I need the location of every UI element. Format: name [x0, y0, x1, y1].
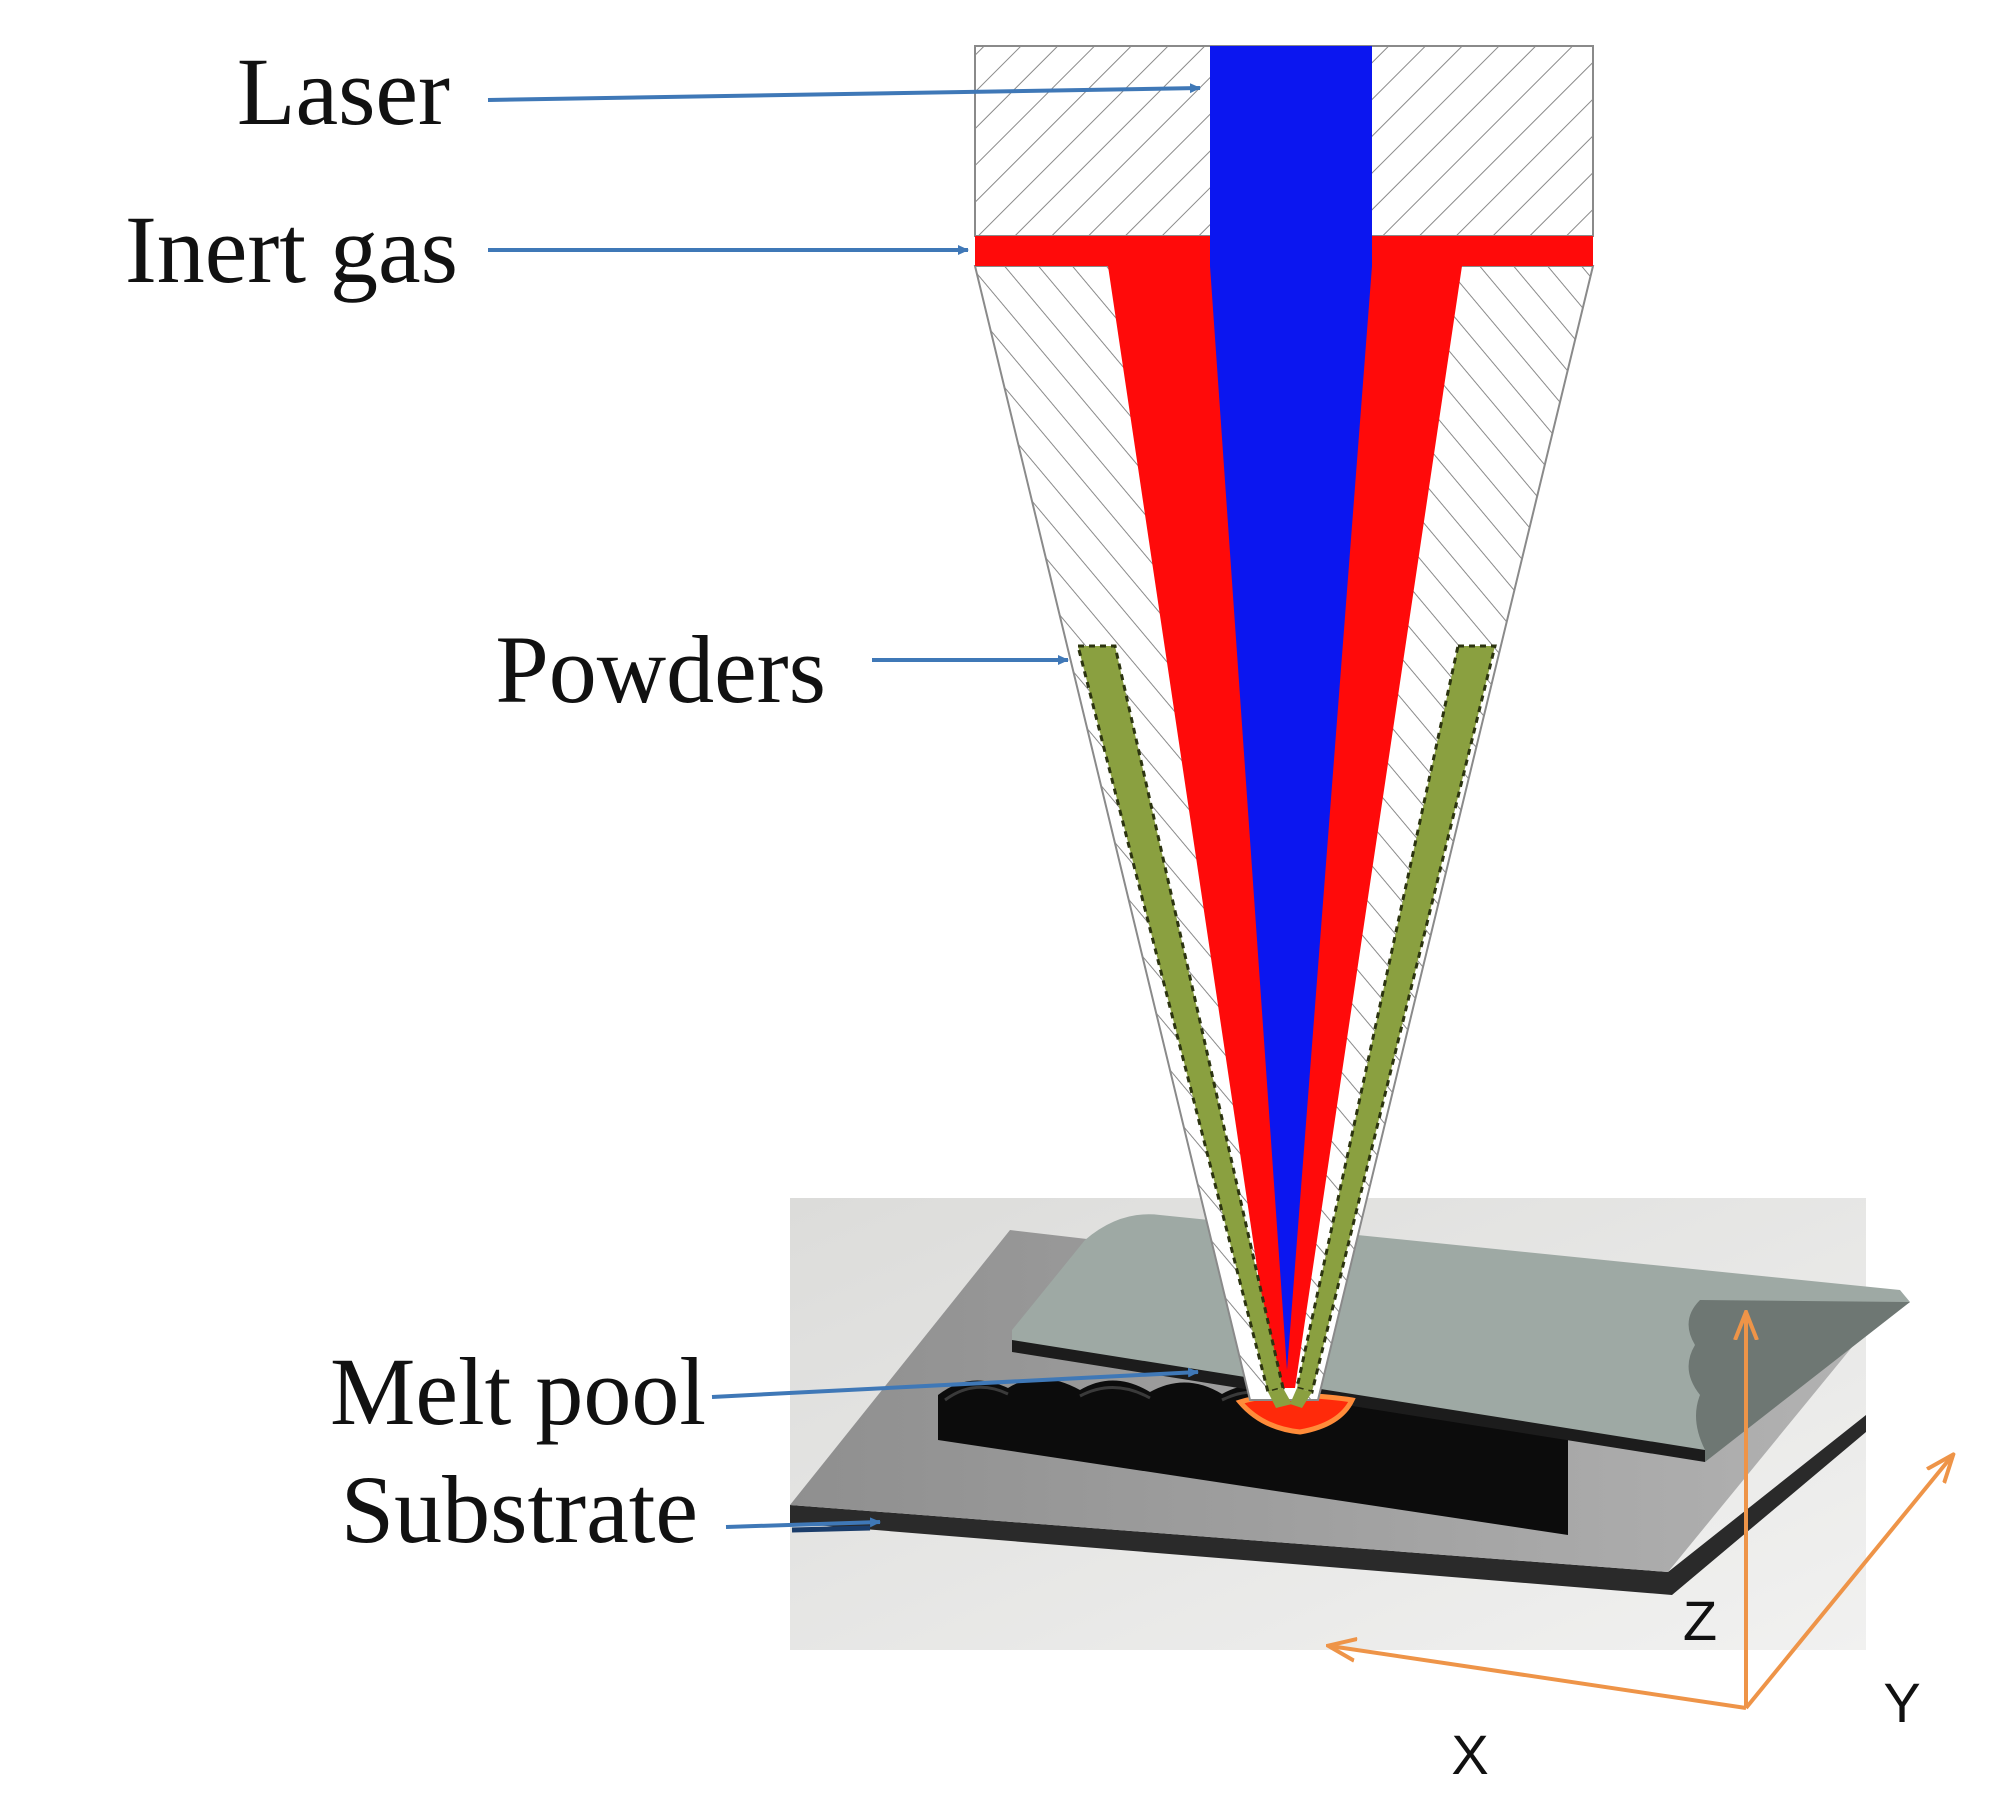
deposit-tracks-lower: [938, 1378, 1568, 1535]
x-axis-arrow: [1330, 1646, 1747, 1710]
pointer-arrows: [487, 83, 1201, 1533]
deposit-track-upper-edge: [1012, 1340, 1705, 1462]
deposit-tracks-lower-highlight: [944, 1385, 1447, 1412]
label-inert-gas: Inert gas: [125, 196, 458, 303]
axis-label-x: X: [1451, 1723, 1488, 1786]
powder-stream-left: [1268, 1388, 1292, 1408]
substrate-plate-side: [790, 1415, 1866, 1595]
y-axis-arrow: [1744, 1456, 1952, 1710]
label-powders: Powders: [495, 616, 826, 723]
label-laser: Laser: [237, 38, 450, 145]
melt-pool-arrow: [711, 1367, 1199, 1399]
coordinate-axes: [1330, 1314, 1952, 1710]
substrate-arrow: [725, 1517, 881, 1529]
axis-label-z: Z: [1683, 1589, 1717, 1652]
substrate-arrow-shadow: [791, 1525, 871, 1533]
label-melt-pool: Melt pool: [330, 1338, 706, 1445]
laser-beam: [1210, 46, 1372, 1370]
laser-arrow: [487, 83, 1201, 102]
label-substrate: Substrate: [341, 1456, 698, 1563]
nozzle: [973, 45, 1595, 1408]
axis-label-y: Y: [1883, 1671, 1920, 1734]
deposit-track-end-beads: [1688, 1300, 1910, 1462]
powder-stream-right: [1290, 1388, 1312, 1408]
